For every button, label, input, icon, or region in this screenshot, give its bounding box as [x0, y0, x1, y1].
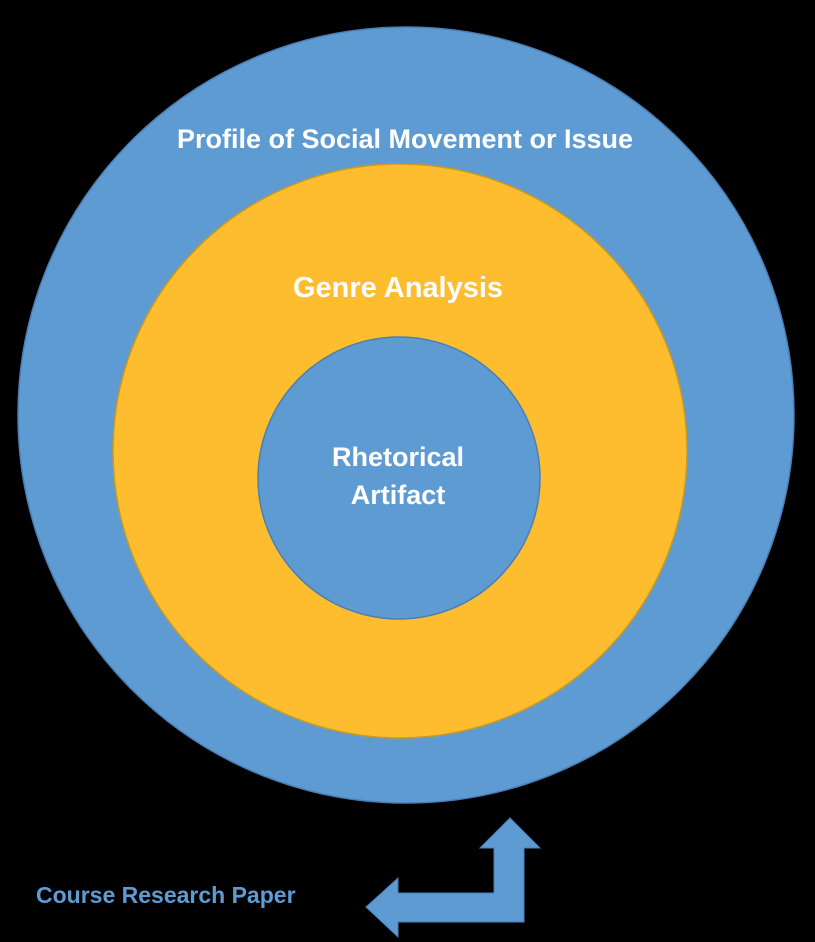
- bent-arrow-up-left-icon: [365, 817, 542, 939]
- inner-circle-label-line1: Rhetorical: [332, 442, 464, 472]
- inner-circle-label-line2: Artifact: [351, 480, 446, 510]
- outer-ring-label: Profile of Social Movement or Issue: [177, 124, 633, 154]
- middle-ring-label: Genre Analysis: [293, 272, 503, 304]
- course-research-paper-label: Course Research Paper: [36, 882, 296, 908]
- inner-circle: [257, 336, 541, 620]
